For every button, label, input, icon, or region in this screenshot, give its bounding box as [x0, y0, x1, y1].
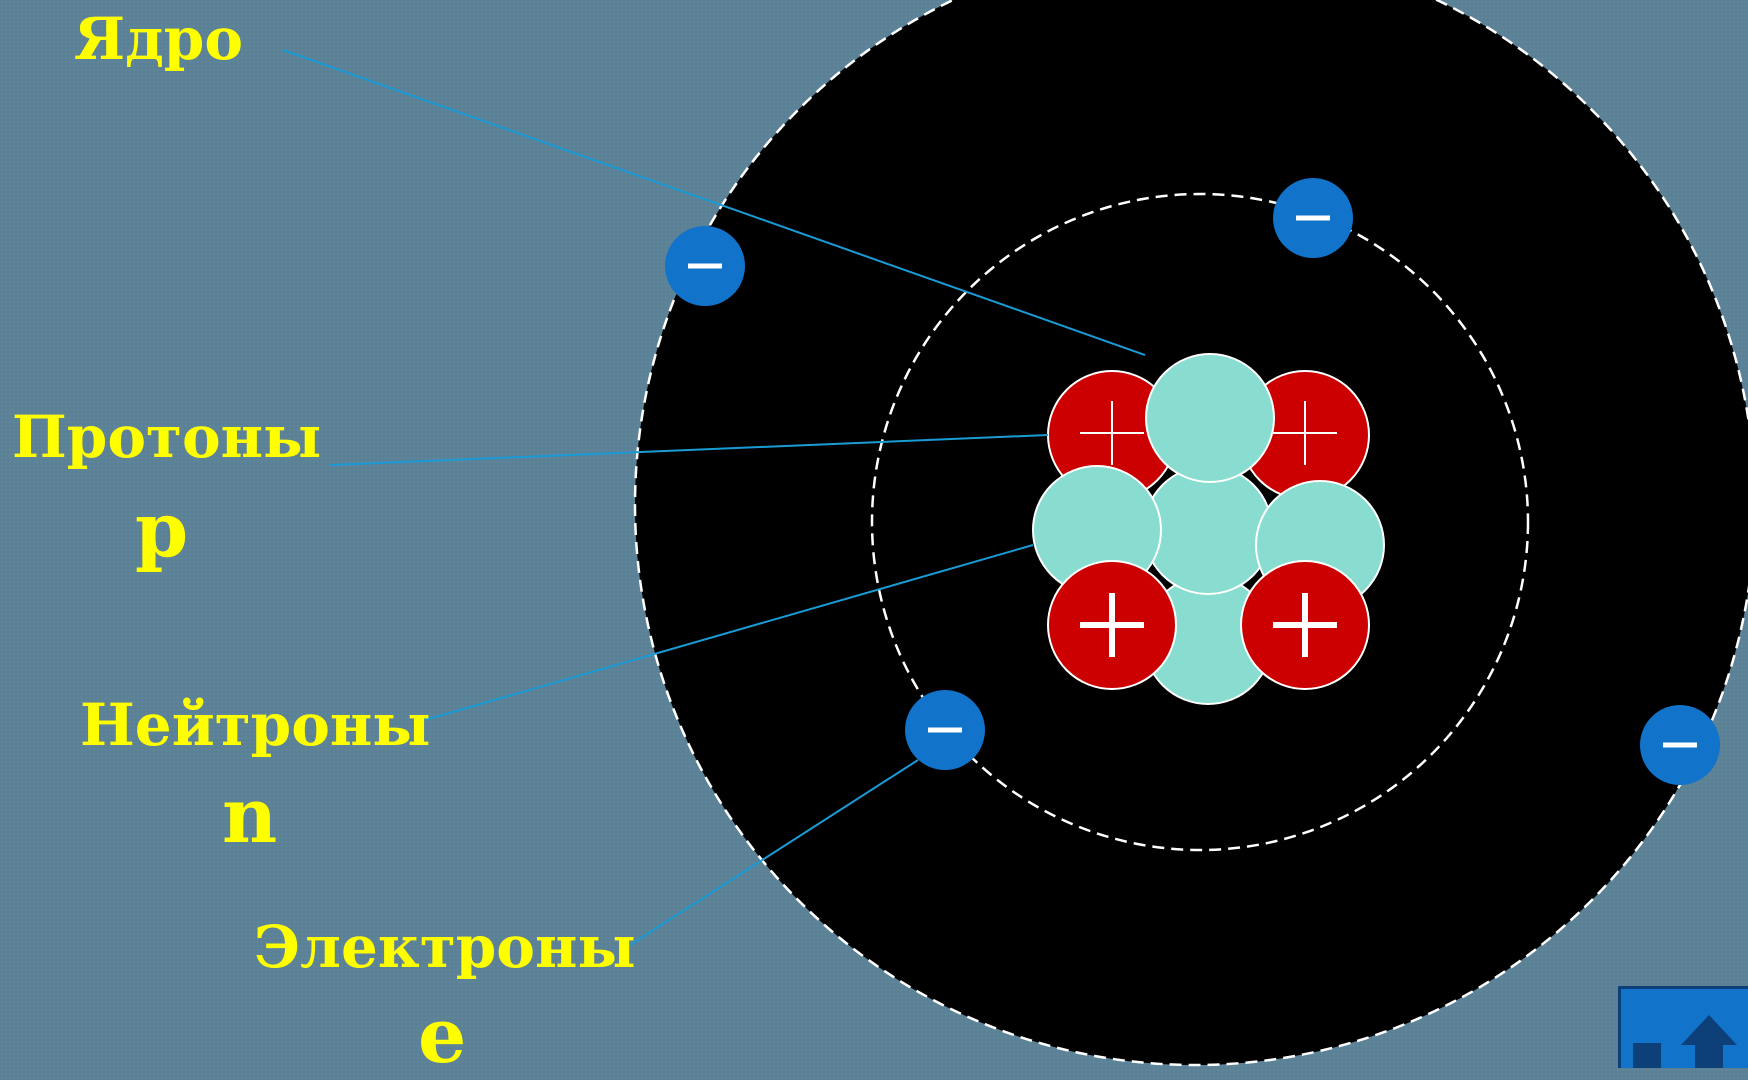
- inner-orbit: [870, 192, 1530, 852]
- label-protons: Протоны: [12, 403, 322, 471]
- nucleus: [1032, 353, 1385, 705]
- label-neutrons: Нейтроны: [80, 691, 431, 759]
- neutron: [1143, 465, 1273, 595]
- home-button[interactable]: [1618, 986, 1748, 1068]
- label-electrons-symbol: e: [418, 991, 467, 1080]
- electron: [905, 690, 985, 770]
- neutron: [1145, 353, 1275, 483]
- pointer-line-electrons: [629, 759, 919, 946]
- label-neutrons-symbol: n: [222, 771, 278, 860]
- electron: [1273, 178, 1353, 258]
- pointer-line-nucleus: [282, 49, 1146, 356]
- electron: [1640, 705, 1720, 785]
- home-up-arrow-icon: [1633, 1015, 1737, 1068]
- pointer-line-neutrons: [424, 544, 1034, 721]
- label-nucleus: Ядро: [74, 5, 244, 73]
- pointer-line-protons: [329, 434, 1049, 466]
- electron: [665, 226, 745, 306]
- label-electrons: Электроны: [254, 913, 636, 981]
- label-protons-symbol: p: [135, 485, 189, 574]
